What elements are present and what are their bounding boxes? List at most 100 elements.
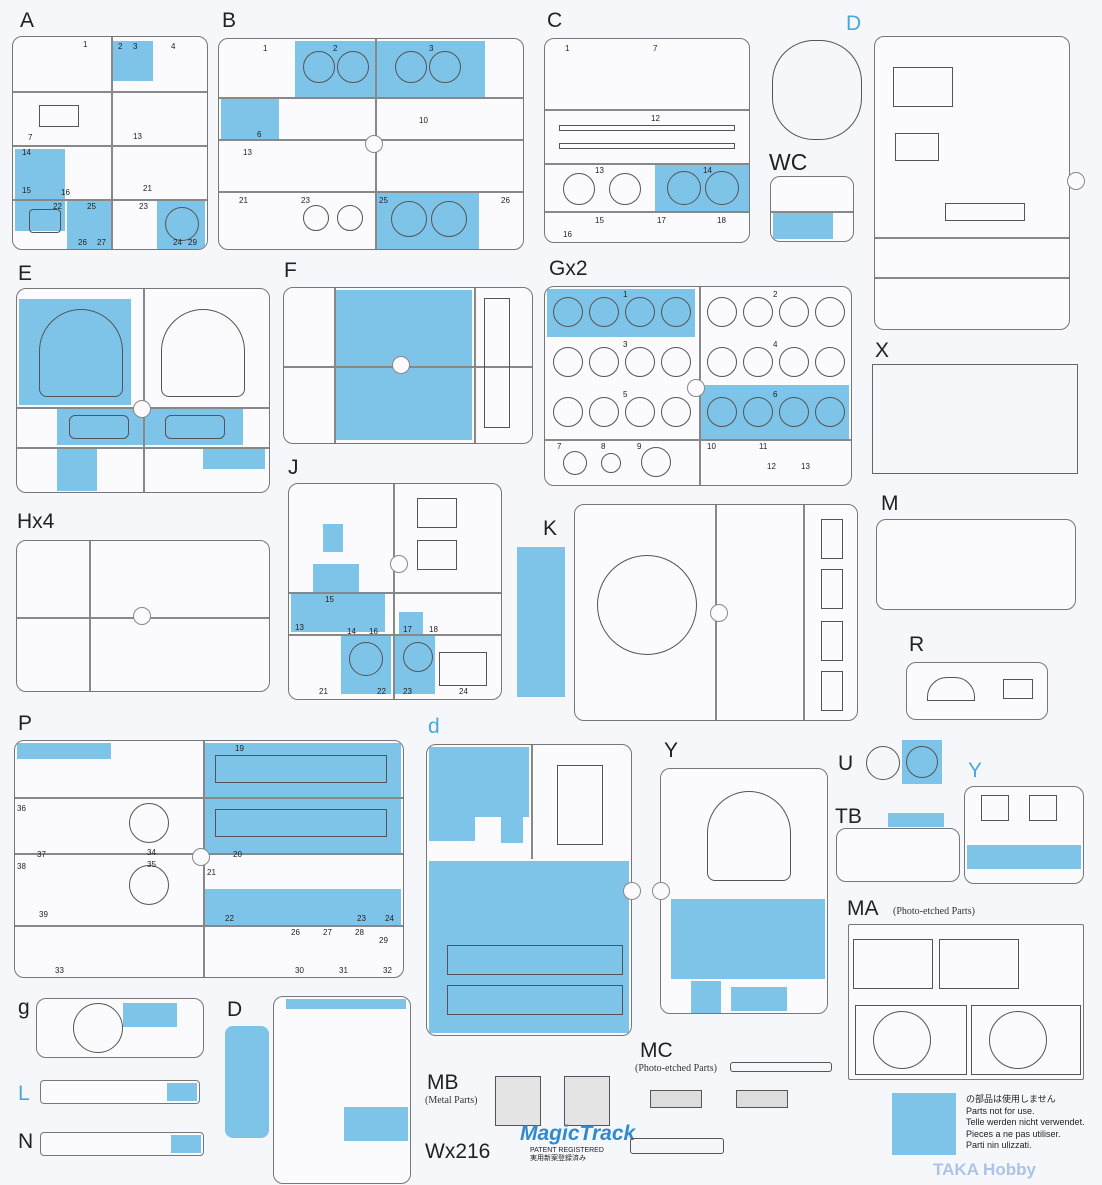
part-number: 32 xyxy=(383,966,392,975)
part-number: 15 xyxy=(595,216,604,225)
part-number: 26 xyxy=(501,196,510,205)
part-X-hull-floor xyxy=(872,364,1078,474)
part-MB-mesh-2 xyxy=(564,1076,610,1126)
sprue-label-K: K xyxy=(543,517,558,540)
sprue-label-d: d xyxy=(428,715,440,738)
part-number: 7 xyxy=(653,44,658,53)
sprue-label-A: A xyxy=(20,9,35,32)
legend-ja: の部品は使用しません xyxy=(966,1094,1056,1104)
sprue-label-E: E xyxy=(18,262,33,285)
part-number: 29 xyxy=(379,936,388,945)
sprue-B: 1 2 3 6 10 13 21 23 25 26 xyxy=(218,38,524,250)
part-number: 39 xyxy=(39,910,48,919)
part-number: 12 xyxy=(767,462,776,471)
part-number: 24 xyxy=(385,914,394,923)
part-number: 3 xyxy=(623,340,628,349)
sprue-label-MB: MB xyxy=(427,1071,459,1094)
sprue-label-U: U xyxy=(838,752,854,775)
part-number: 14 xyxy=(347,627,356,636)
sprue-gate xyxy=(192,848,210,866)
patent-line-2: 実用新案登録済み xyxy=(530,1155,586,1162)
part-number: 18 xyxy=(717,216,726,225)
part-U1-ring xyxy=(866,746,900,780)
sprue-gate xyxy=(133,400,151,418)
sprue-J: 13 14 15 16 17 18 21 22 23 24 xyxy=(288,483,502,700)
part-number: 35 xyxy=(147,860,156,869)
sprue-label-C: C xyxy=(547,9,563,32)
part-number: 2 xyxy=(118,42,123,51)
sprue-E xyxy=(16,288,270,493)
part-number: 22 xyxy=(53,202,62,211)
sprue-label-F: F xyxy=(284,259,297,282)
part-number: 16 xyxy=(369,627,378,636)
sprue-label-Y-small: Y xyxy=(968,759,983,782)
sprue-label-P: P xyxy=(18,712,33,735)
part-number: 23 xyxy=(301,196,310,205)
part-number: 27 xyxy=(97,238,106,247)
part-number: 16 xyxy=(61,188,70,197)
part-TB9-10 xyxy=(888,813,944,827)
part-number: 22 xyxy=(377,687,386,696)
sprue-label-X: X xyxy=(875,339,890,362)
sprue-label-N: N xyxy=(18,1130,34,1153)
sprue-N xyxy=(40,1132,204,1156)
sprue-D-large xyxy=(874,36,1070,330)
part-number: 1 xyxy=(565,44,570,53)
sprue-g xyxy=(36,998,204,1058)
sprue-TB xyxy=(836,828,960,882)
part-number: 33 xyxy=(55,966,64,975)
sprue-R xyxy=(906,662,1048,720)
part-number: 34 xyxy=(147,848,156,857)
part-number: 16 xyxy=(563,230,572,239)
part-number: 10 xyxy=(419,116,428,125)
part-number: 30 xyxy=(295,966,304,975)
part-number: 6 xyxy=(773,390,778,399)
part-number: 36 xyxy=(17,804,26,813)
part-number: 15 xyxy=(22,186,31,195)
part-number: 22 xyxy=(225,914,234,923)
part-number: 13 xyxy=(801,462,810,471)
part-number: 31 xyxy=(339,966,348,975)
mc-subtitle: (Photo-etched Parts) xyxy=(635,1063,717,1074)
sprue-label-MA: MA xyxy=(847,897,879,920)
legend-fr: Pieces a ne pas utiliser. xyxy=(966,1128,1061,1139)
watermark: TAKA Hobby xyxy=(933,1160,1036,1179)
part-number: 13 xyxy=(295,623,304,632)
part-number: 19 xyxy=(235,744,244,753)
magic-track-patent: PATENT REGISTERED 実用新案登録済み xyxy=(530,1147,604,1163)
part-number: 17 xyxy=(403,625,412,634)
part-number: 2 xyxy=(773,290,778,299)
sprue-M xyxy=(876,519,1076,610)
mb-subtitle: (Metal Parts) xyxy=(425,1095,478,1106)
part-number: 23 xyxy=(403,687,412,696)
sprue-label-R: R xyxy=(909,633,925,656)
part-number: 1 xyxy=(263,44,268,53)
sprue-gate xyxy=(365,135,383,153)
part-number: 1 xyxy=(623,290,628,299)
part-number: 29 xyxy=(188,238,197,247)
part-number: 8 xyxy=(601,442,606,451)
part-MB-mesh-1 xyxy=(495,1076,541,1126)
sprue-label-M: M xyxy=(881,492,899,515)
legend-text: の部品は使用しません Parts not for use. Telle werd… xyxy=(966,1094,1085,1152)
part-number: 3 xyxy=(429,44,434,53)
legend-swatch xyxy=(892,1093,956,1155)
sprue-label-Y-hull: Y xyxy=(664,739,679,762)
sprue-D-round xyxy=(772,40,862,140)
legend-it: Parti nin ulizzati. xyxy=(966,1140,1032,1150)
sprue-L xyxy=(40,1080,200,1104)
part-number: 11 xyxy=(759,442,768,451)
sprue-label-MC: MC xyxy=(640,1039,673,1062)
sprue-label-g: g xyxy=(18,996,30,1019)
sprue-label-B: B xyxy=(222,9,237,32)
part-K12 xyxy=(517,547,565,697)
sprue-label-Gx2: Gx2 xyxy=(549,257,588,280)
sprue-Y-small xyxy=(964,786,1084,884)
sprue-A: 1 2 3 4 7 13 14 15 16 21 22 23 24 25 26 … xyxy=(12,36,208,250)
part-number: 18 xyxy=(429,625,438,634)
sprue-gate xyxy=(623,882,641,900)
sprue-label-TB: TB xyxy=(835,805,862,828)
legend-de: Telle werden nicht verwendet. xyxy=(966,1117,1085,1127)
sprue-gate xyxy=(710,604,728,622)
part-number: 14 xyxy=(703,166,712,175)
